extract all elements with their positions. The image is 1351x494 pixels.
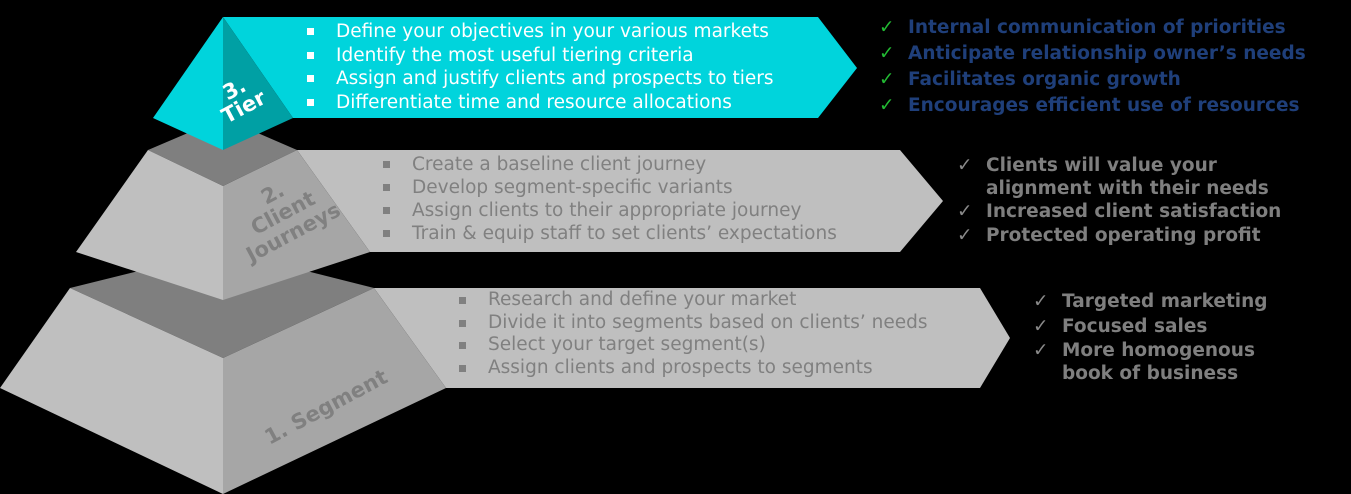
benefit-item: ✓Encourages efficient use of resources	[877, 93, 1306, 119]
client-journeys-right-face	[223, 150, 370, 300]
checkmark-icon: ✓	[957, 155, 973, 176]
client-journeys-top-band	[148, 118, 297, 186]
step-item: Develop segment-specific variants	[381, 176, 837, 199]
benefit-item: ✓Focused sales	[1033, 316, 1208, 337]
step-item: Train & equip staff to set clients’ expe…	[381, 222, 837, 245]
step-item: Differentiate time and resource allocati…	[305, 91, 773, 115]
benefit-item: ✓Anticipate relationship owner’s needs	[877, 41, 1306, 67]
segment-top-band	[70, 250, 374, 358]
segment-left-face	[0, 288, 223, 494]
tier-right-face	[223, 17, 293, 150]
checkmark-icon: ✓	[1033, 340, 1049, 361]
checkmark-icon: ✓	[1033, 316, 1049, 337]
step-item: Identify the most useful tiering criteri…	[305, 44, 773, 68]
step-item: Research and define your market	[457, 289, 927, 312]
step-item: Create a baseline client journey	[381, 153, 837, 176]
tier-1-benefits: ✓Targeted marketing ✓Focused sales ✓More…	[1031, 289, 1268, 385]
checkmark-icon: ✓	[957, 224, 973, 246]
tier-left-face	[153, 17, 223, 150]
step-item: Select your target segment(s)	[457, 334, 927, 357]
benefit-item: ✓Protected operating profit	[957, 224, 1261, 246]
step-item: Assign clients and prospects to segments	[457, 357, 927, 380]
tier-1-steps: Research and define your market Divide i…	[457, 289, 927, 379]
client-journeys-left-face	[76, 150, 223, 300]
benefit-item: ✓Facilitates organic growth	[877, 67, 1306, 93]
tier-2-steps: Create a baseline client journey Develop…	[381, 153, 837, 245]
step-item: Define your objectives in your various m…	[305, 20, 773, 44]
checkmark-icon: ✓	[879, 69, 895, 90]
tier-3-benefits: ✓Internal communication of priorities ✓A…	[877, 15, 1306, 119]
step-item: Assign clients to their appropriate jour…	[381, 199, 837, 222]
benefit-item: ✓Increased client satisfaction	[957, 201, 1282, 222]
checkmark-icon: ✓	[879, 95, 895, 116]
step-item: Assign and justify clients and prospects…	[305, 67, 773, 91]
checkmark-icon: ✓	[879, 17, 895, 38]
checkmark-icon: ✓	[957, 201, 973, 222]
tier-banner	[223, 17, 857, 118]
checkmark-icon: ✓	[879, 43, 895, 64]
benefit-item: ✓Targeted marketing	[1033, 291, 1268, 312]
tier-3-steps: Define your objectives in your various m…	[305, 20, 773, 114]
segment-banner	[374, 288, 1010, 388]
benefit-item: ✓Internal communication of priorities	[877, 15, 1306, 41]
step-item: Divide it into segments based on clients…	[457, 312, 927, 335]
client-journeys-banner	[297, 150, 943, 252]
checkmark-icon: ✓	[1033, 291, 1049, 312]
segment-right-face	[223, 288, 446, 494]
